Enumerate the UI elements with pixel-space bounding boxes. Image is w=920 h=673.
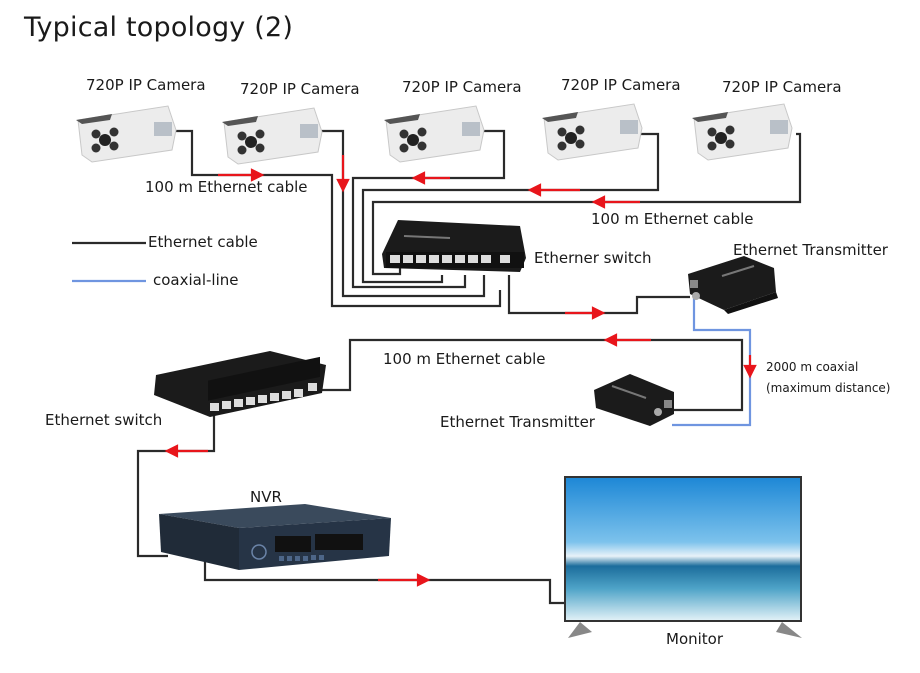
cable-switch-to-transmitter	[507, 275, 690, 315]
nvr-icon	[159, 504, 391, 570]
ip-camera-4	[542, 103, 643, 161]
camera-1-label: 720P IP Camera	[86, 76, 206, 94]
monitor-device	[564, 476, 802, 638]
ethernet-transmitter-top	[688, 256, 778, 314]
cable-transmitter-to-switch	[318, 338, 744, 412]
monitor-label: Monitor	[666, 630, 724, 648]
ip-camera-2	[222, 107, 323, 165]
camera-4-label: 720P IP Camera	[561, 76, 681, 94]
cable-label-middle: 100 m Ethernet cable	[383, 350, 546, 368]
switch-icon	[382, 220, 526, 272]
cable-camera-4	[361, 132, 660, 284]
transmitter-bottom-label: Ethernet Transmitter	[440, 413, 595, 431]
coaxial-distance-label: 2000 m coaxial	[766, 360, 859, 374]
ip-camera-3	[384, 105, 485, 163]
ethernet-switch-top	[382, 220, 526, 272]
camera-icon	[76, 105, 177, 163]
ethernet-switch-bottom	[154, 351, 326, 417]
switch-bottom-label: Ethernet switch	[45, 411, 163, 429]
ethernet-transmitter-bottom	[594, 374, 674, 426]
legend-coaxial-label: coaxial-line	[153, 271, 239, 289]
camera-icon	[692, 103, 793, 161]
ip-camera-5	[692, 103, 793, 161]
nvr-label: NVR	[250, 488, 282, 506]
camera-icon	[384, 105, 485, 163]
transmitter-icon	[594, 374, 674, 426]
transmitter-icon	[688, 256, 778, 314]
cable-camera-3	[351, 129, 506, 289]
camera-icon	[542, 103, 643, 161]
cable-camera-2	[313, 129, 486, 298]
cable-label-top-right: 100 m Ethernet cable	[591, 210, 754, 228]
cable-camera-1	[172, 129, 502, 308]
legend-ethernet-label: Ethernet cable	[148, 233, 258, 251]
cable-nvr-to-monitor	[203, 560, 566, 605]
cable-switch-to-nvr	[136, 415, 216, 558]
camera-icon	[222, 107, 323, 165]
monitor-icon	[564, 476, 802, 638]
camera-3-label: 720P IP Camera	[402, 78, 522, 96]
diagram-title: Typical topology (2)	[24, 12, 294, 43]
cable-label-top-left: 100 m Ethernet cable	[145, 178, 308, 196]
signal-arrows	[164, 155, 757, 587]
camera-2-label: 720P IP Camera	[240, 80, 360, 98]
ip-camera-1	[76, 105, 177, 163]
coaxial-distance-note: (maximum distance)	[766, 381, 891, 395]
transmitter-top-label: Ethernet Transmitter	[733, 241, 888, 259]
cable-coaxial	[672, 298, 752, 427]
nvr-device	[159, 504, 391, 570]
camera-5-label: 720P IP Camera	[722, 78, 842, 96]
cable-camera-5	[371, 132, 802, 276]
switch-icon	[154, 351, 326, 417]
switch-top-label: Etherner switch	[534, 249, 652, 267]
